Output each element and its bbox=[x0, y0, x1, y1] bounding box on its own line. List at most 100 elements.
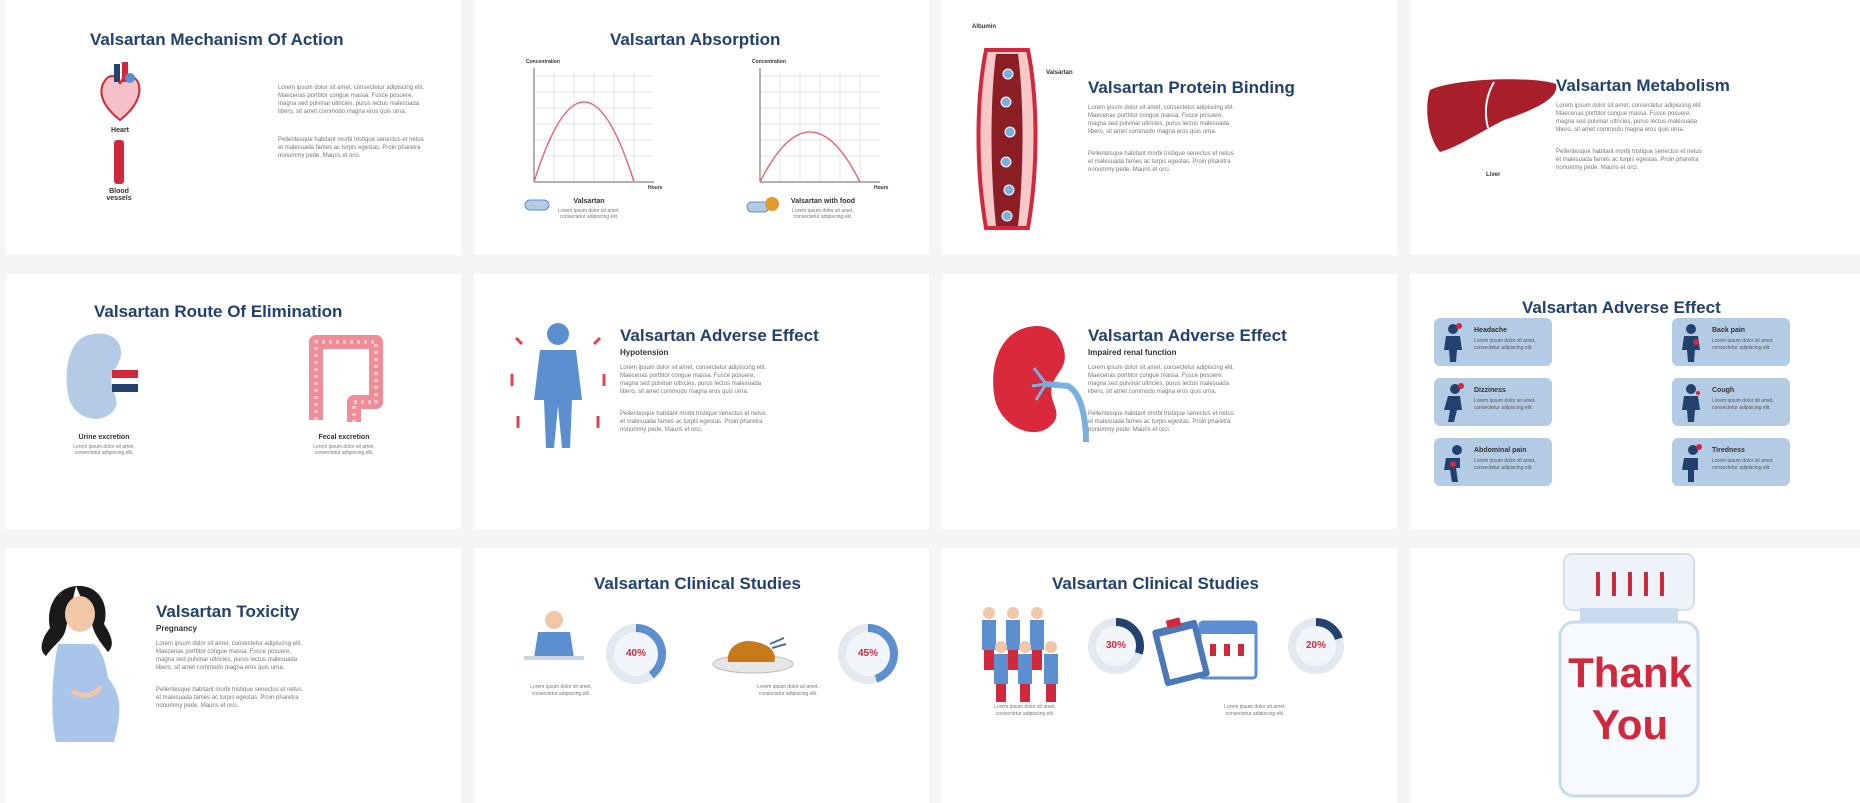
donut-chart-30 bbox=[1088, 618, 1144, 674]
effect-text: Lorem ipsum dolor sit amet, consectetur … bbox=[1474, 458, 1536, 471]
effect-card[interactable]: Abdominal pain Lorem ipsum dolor sit ame… bbox=[1434, 438, 1552, 486]
clipboard-calendar-icon bbox=[1152, 617, 1258, 687]
donut-chart-45 bbox=[838, 624, 898, 684]
paragraph: Lorem ipsum dolor sit amet, consectetur … bbox=[1088, 365, 1235, 395]
slide-title: Valsartan Absorption bbox=[610, 30, 781, 49]
paragraph: Pellentesque habitant morbi tristique se… bbox=[1088, 411, 1234, 433]
slide-clinical-studies-1[interactable]: Valsartan Clinical Studies 40% Lorem ips… bbox=[474, 548, 929, 803]
slide-adverse-effect-renal[interactable]: Valsartan Adverse Effect Impaired renal … bbox=[942, 274, 1397, 529]
slide-subtitle: Impaired renal function bbox=[1088, 348, 1177, 357]
slide-title: Valsartan Adverse Effect bbox=[1522, 298, 1721, 317]
slide-protein-binding[interactable]: Albumin Valsartan Valsartan Protein Bind… bbox=[942, 0, 1397, 255]
slide-adverse-effect-hypotension[interactable]: Valsartan Adverse Effect Hypotension Lor… bbox=[474, 274, 929, 529]
paragraph: Pellentesque habitant morbi tristique se… bbox=[278, 137, 424, 159]
caption-text: Lorem ipsum dolor sit amet, consectetur … bbox=[73, 444, 135, 456]
chart-caption: Valsartan with food bbox=[790, 198, 856, 205]
person-icon bbox=[1682, 324, 1700, 362]
caption: Urine excretion bbox=[78, 434, 130, 441]
effect-card[interactable]: Dizziness Lorem ipsum dolor sit amet, co… bbox=[1434, 378, 1552, 426]
effect-text: Lorem ipsum dolor sit amet, consectetur … bbox=[1474, 338, 1536, 351]
effect-card[interactable]: Cough Lorem ipsum dolor sit amet, consec… bbox=[1672, 378, 1790, 426]
slide-title: Valsartan Mechanism Of Action bbox=[90, 30, 344, 49]
person-icon bbox=[1444, 445, 1462, 482]
slide-route-of-elimination[interactable]: Valsartan Route Of Elimination Urine exc… bbox=[6, 274, 461, 529]
medicine-bottle-icon bbox=[1558, 553, 1700, 798]
you-text: You bbox=[1591, 701, 1669, 748]
intestine-icon bbox=[309, 335, 383, 422]
slide-title: Valsartan Toxicity bbox=[156, 602, 300, 621]
slide-clinical-studies-2[interactable]: Valsartan Clinical Studies 30% Lorem ips… bbox=[942, 548, 1397, 803]
chart-caption: Valsartan bbox=[573, 198, 605, 205]
effect-text: Lorem ipsum dolor sit amet, consectetur … bbox=[1712, 338, 1774, 351]
person-icon bbox=[1682, 444, 1702, 482]
paragraph: Lorem ipsum dolor sit amet, consectetur … bbox=[530, 684, 592, 697]
caption-text: Lorem ipsum dolor sit amet, consectetur … bbox=[313, 444, 375, 456]
slide-title: Valsartan Metabolism bbox=[1556, 76, 1730, 95]
percentage-label: 45% bbox=[857, 648, 878, 659]
paragraph: Pellentesque habitant morbi tristique se… bbox=[620, 411, 766, 433]
person-dizzy-icon bbox=[510, 323, 606, 448]
patient-icon bbox=[524, 611, 584, 660]
thank-text: Thank bbox=[1568, 649, 1692, 696]
paragraph: Pellentesque habitant morbi tristique se… bbox=[1088, 151, 1234, 173]
y-axis-label: Concentration bbox=[752, 59, 786, 65]
paragraph: Pellentesque habitant morbi tristique se… bbox=[1556, 149, 1702, 171]
effect-label: Abdominal pain bbox=[1474, 447, 1527, 454]
concentration-chart-1 bbox=[533, 68, 654, 183]
slide-title: Valsartan Adverse Effect bbox=[620, 326, 819, 345]
slide-subtitle: Pregnancy bbox=[156, 624, 197, 633]
liver-icon bbox=[1427, 79, 1557, 152]
pill-icon bbox=[524, 199, 550, 211]
paragraph: Lorem ipsum dolor sit amet, consectetur … bbox=[620, 365, 767, 395]
vessel-label: Blood vessels bbox=[106, 188, 132, 202]
percentage-label: 20% bbox=[1305, 640, 1326, 651]
effect-card[interactable]: Back pain Lorem ipsum dolor sit amet, co… bbox=[1672, 318, 1790, 366]
liver-label: Liver bbox=[1486, 172, 1501, 178]
paragraph: Pellentesque habitant morbi tristique se… bbox=[156, 687, 302, 709]
slide-mechanism-of-action[interactable]: Valsartan Mechanism Of Action Heart Bloo… bbox=[6, 0, 461, 255]
heart-icon bbox=[100, 62, 141, 122]
slide-subtitle: Hypotension bbox=[620, 348, 669, 357]
kidney-icon bbox=[66, 333, 138, 419]
effect-card[interactable]: Tiredness Lorem ipsum dolor sit amet, co… bbox=[1672, 438, 1790, 486]
heart-label: Heart bbox=[111, 127, 129, 134]
concentration-chart-2 bbox=[759, 68, 880, 183]
slide-toxicity[interactable]: Valsartan Toxicity Pregnancy Lorem ipsum… bbox=[6, 548, 461, 803]
kidney-icon bbox=[993, 326, 1089, 443]
effect-text: Lorem ipsum dolor sit amet, consectetur … bbox=[1712, 398, 1774, 411]
slide-adverse-effect-list[interactable]: Valsartan Adverse Effect Headache Lorem … bbox=[1410, 274, 1860, 529]
slide-title: Valsartan Adverse Effect bbox=[1088, 326, 1287, 345]
caption-text: Lorem ipsum dolor sit amet, consectetur … bbox=[558, 208, 620, 220]
paragraph: Lorem ipsum dolor sit amet, consectetur … bbox=[1224, 704, 1286, 717]
caption: Fecal excretion bbox=[318, 434, 370, 441]
effect-card[interactable]: Headache Lorem ipsum dolor sit amet, con… bbox=[1434, 318, 1552, 366]
slide-title: Valsartan Protein Binding bbox=[1088, 78, 1295, 97]
food-plate-icon bbox=[712, 637, 794, 674]
person-icon bbox=[1444, 323, 1462, 362]
effect-label: Cough bbox=[1712, 387, 1735, 394]
slide-metabolism[interactable]: Liver Valsartan Metabolism Lorem ipsum d… bbox=[1410, 0, 1860, 255]
percentage-label: 40% bbox=[625, 648, 646, 659]
percentage-label: 30% bbox=[1105, 640, 1126, 651]
paragraph: Lorem ipsum dolor sit amet, consectetur … bbox=[1088, 105, 1235, 135]
effect-label: Dizziness bbox=[1474, 387, 1506, 394]
paragraph: Lorem ipsum dolor sit amet, consectetur … bbox=[757, 684, 819, 697]
person-icon bbox=[1444, 383, 1464, 422]
blood-vessel-icon bbox=[976, 48, 1038, 230]
albumin-label: Albumin bbox=[972, 24, 996, 30]
blood-vessel-icon bbox=[114, 140, 124, 184]
slide-thank-you[interactable]: Thank You bbox=[1410, 548, 1860, 803]
valsartan-label: Valsartan bbox=[1046, 70, 1073, 76]
effect-label: Back pain bbox=[1712, 327, 1746, 334]
donut-chart-40 bbox=[606, 624, 666, 684]
caption-text: Lorem ipsum dolor sit amet, consectetur … bbox=[792, 208, 854, 220]
paragraph: Lorem ipsum dolor sit amet, consectetur … bbox=[156, 641, 303, 671]
effect-text: Lorem ipsum dolor sit amet, consectetur … bbox=[1474, 398, 1536, 411]
paragraph: Lorem ipsum dolor sit amet, consectetur … bbox=[1556, 103, 1703, 133]
paragraph: Lorem ipsum dolor sit amet, consectetur … bbox=[278, 85, 425, 115]
donut-chart-20 bbox=[1288, 618, 1344, 674]
slide-absorption[interactable]: Valsartan Absorption Concentration Hours… bbox=[474, 0, 929, 255]
paragraph: Lorem ipsum dolor sit amet, consectetur … bbox=[994, 704, 1056, 717]
pregnant-woman-icon bbox=[41, 585, 120, 742]
